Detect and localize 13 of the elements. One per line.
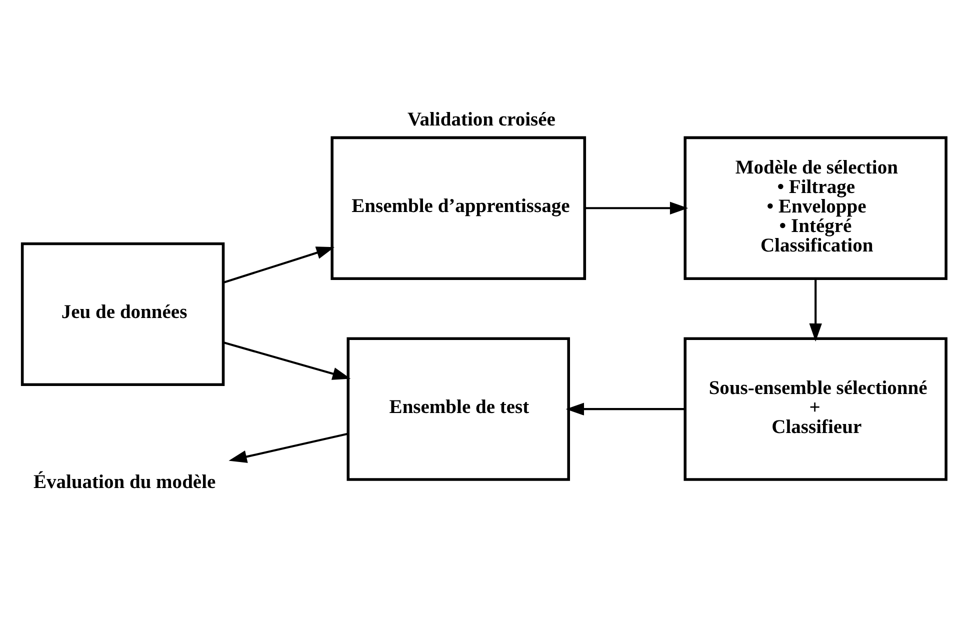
arrow: [223, 341, 351, 380]
arrow: [223, 246, 335, 283]
node-box: Ensemble de test: [346, 336, 570, 480]
node-box: Ensemble d’apprentissage: [330, 136, 586, 280]
arrow: [584, 201, 688, 214]
arrow: [809, 278, 822, 342]
diagram-title: Validation croisée: [407, 108, 556, 130]
arrow: [228, 432, 348, 462]
node-box: Modèle de sélection • Filtrage • Enveloppe • Intégré Classification: [684, 136, 948, 280]
arrow: [566, 402, 685, 415]
node-text: Évaluation du modèle: [33, 472, 216, 493]
node-box: Jeu de données: [20, 242, 225, 386]
node-box: Sous-ensemble sélectionné + Classifieur: [684, 336, 948, 480]
